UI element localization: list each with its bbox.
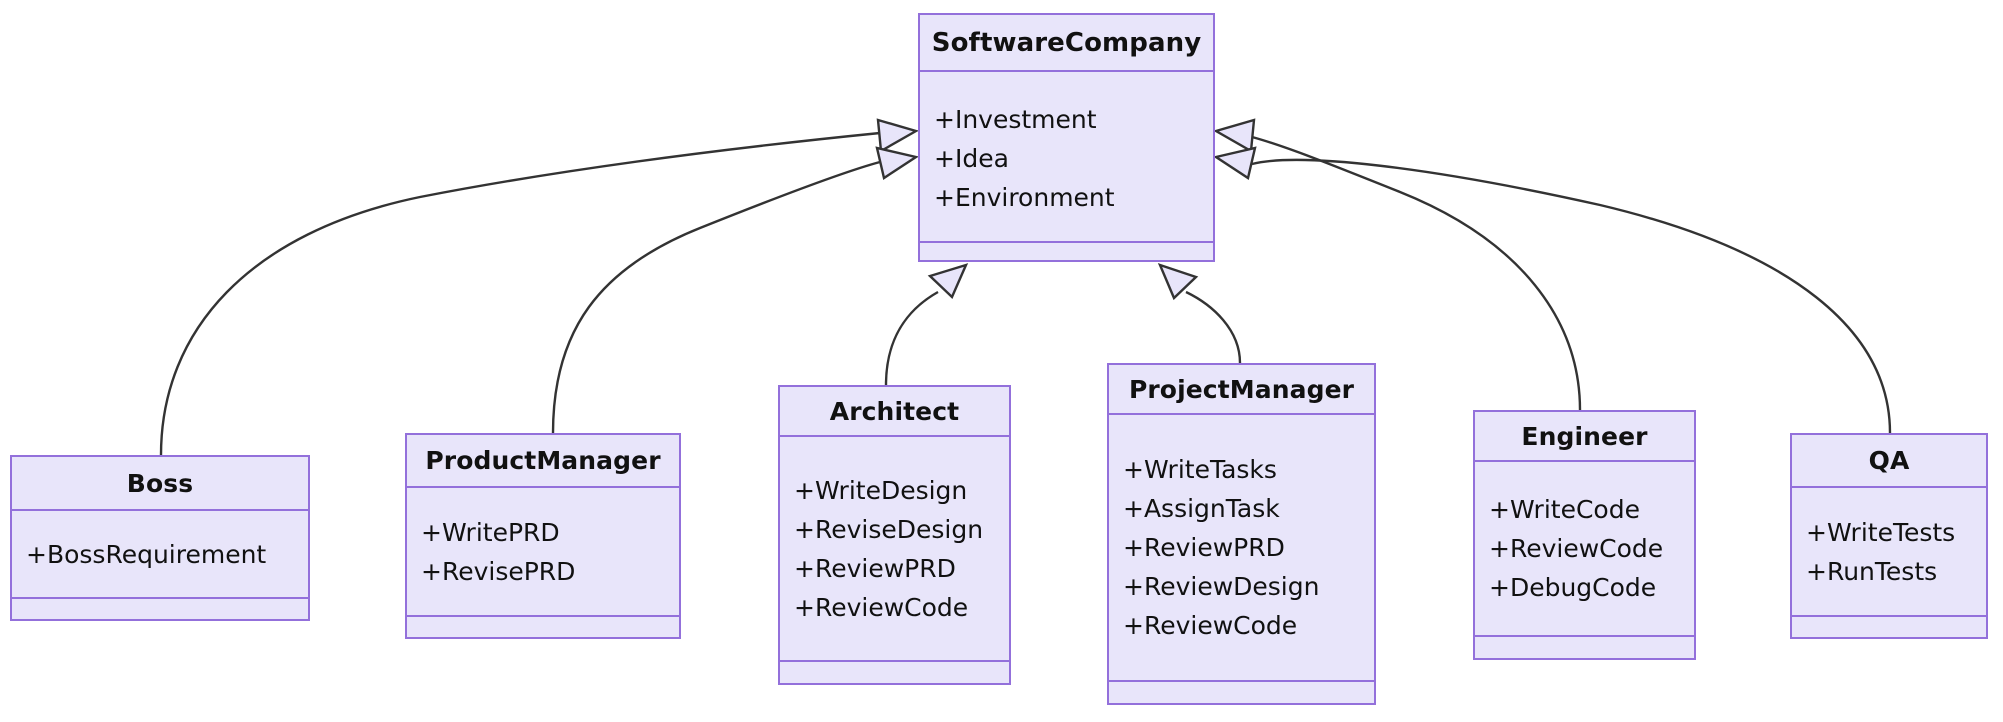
member-row: +ReviewCode	[794, 592, 969, 622]
class-members-boss: +BossRequirement	[12, 511, 308, 597]
member-row: +WriteTests	[1806, 517, 1956, 547]
class-box-qa[interactable]: QA +WriteTests +RunTests	[1790, 433, 1988, 639]
class-methods-softwarecompany	[920, 243, 1213, 260]
class-divider	[407, 615, 679, 617]
class-members-engineer: +WriteCode +ReviewCode +DebugCode	[1475, 462, 1694, 635]
class-divider	[1792, 486, 1986, 488]
member-row: +RunTests	[1806, 556, 1938, 586]
class-title-architect: Architect	[829, 396, 960, 426]
class-divider	[12, 509, 308, 511]
class-box-productmanager[interactable]: ProductManager +WritePRD +RevisePRD	[405, 433, 681, 639]
class-divider	[407, 486, 679, 488]
class-methods-boss	[12, 599, 308, 619]
edge-boss-to-softwarecompany	[159, 131, 881, 456]
class-title-boss: Boss	[126, 468, 194, 498]
class-methods-qa	[1792, 617, 1986, 637]
member-row: +ReviewPRD	[794, 553, 956, 583]
class-members-projectmanager: +WriteTasks +AssignTask +ReviewPRD +Revi…	[1109, 415, 1374, 680]
member-row: +AssignTask	[1123, 494, 1280, 523]
class-members-softwarecompany: +Investment +Idea +Environment	[920, 72, 1213, 241]
member-row: +ReviewCode	[1123, 611, 1298, 640]
class-methods-architect	[780, 662, 1009, 683]
member-row: +ReviewCode	[1489, 534, 1664, 563]
class-box-softwarecompany[interactable]: SoftwareCompany +Investment +Idea +Envir…	[918, 13, 1215, 262]
arrowhead-productmanager	[875, 146, 920, 180]
class-divider	[12, 597, 308, 599]
arrowhead-boss	[876, 118, 920, 153]
member-row: +WritePRD	[421, 517, 560, 547]
class-box-engineer[interactable]: Engineer +WriteCode +ReviewCode +DebugCo…	[1473, 410, 1696, 660]
class-title-engineer: Engineer	[1521, 421, 1648, 451]
member-row: +Idea	[934, 144, 1009, 173]
class-box-projectmanager[interactable]: ProjectManager +WriteTasks +AssignTask +…	[1107, 363, 1376, 705]
class-members-architect: +WriteDesign +ReviseDesign +ReviewPRD +R…	[780, 437, 1009, 660]
member-row: +RevisePRD	[421, 556, 576, 586]
class-methods-productmanager	[407, 617, 679, 637]
class-divider	[1109, 413, 1374, 415]
class-members-productmanager: +WritePRD +RevisePRD	[407, 488, 679, 615]
class-members-qa: +WriteTests +RunTests	[1792, 488, 1986, 615]
member-row: +Investment	[934, 105, 1097, 134]
member-row: +BossRequirement	[26, 539, 267, 569]
member-row: +WriteTasks	[1123, 455, 1277, 484]
member-row: +DebugCode	[1489, 573, 1657, 602]
arrowhead-engineer	[1212, 118, 1256, 153]
member-row: +WriteDesign	[794, 475, 968, 505]
arrowhead-architect	[927, 263, 969, 300]
arrowhead-projectmanager	[1157, 263, 1199, 301]
class-divider	[1475, 460, 1694, 462]
member-row: +ReviseDesign	[794, 514, 984, 544]
edge-architect-to-softwarecompany	[884, 290, 939, 386]
class-divider	[920, 241, 1213, 243]
arrowhead-qa	[1212, 146, 1257, 180]
class-divider	[780, 435, 1009, 437]
class-title-productmanager: ProductManager	[425, 446, 661, 475]
class-box-architect[interactable]: Architect +WriteDesign +ReviseDesign +Re…	[778, 385, 1011, 685]
class-divider	[1109, 680, 1374, 682]
class-divider	[1475, 635, 1694, 637]
class-methods-projectmanager	[1109, 682, 1374, 703]
class-title-projectmanager: ProjectManager	[1128, 374, 1355, 404]
member-row: +Environment	[934, 183, 1115, 212]
class-box-boss[interactable]: Boss +BossRequirement	[10, 455, 310, 621]
member-row: +WriteCode	[1489, 495, 1640, 524]
class-divider	[1792, 615, 1986, 617]
class-methods-engineer	[1475, 637, 1694, 658]
member-row: +ReviewDesign	[1123, 572, 1320, 601]
class-title-qa: QA	[1868, 446, 1910, 475]
class-divider	[920, 70, 1213, 72]
class-title-softwarecompany: SoftwareCompany	[931, 27, 1202, 58]
edge-projectmanager-to-softwarecompany	[1185, 290, 1242, 364]
member-row: +ReviewPRD	[1123, 533, 1285, 562]
class-divider	[780, 660, 1009, 662]
